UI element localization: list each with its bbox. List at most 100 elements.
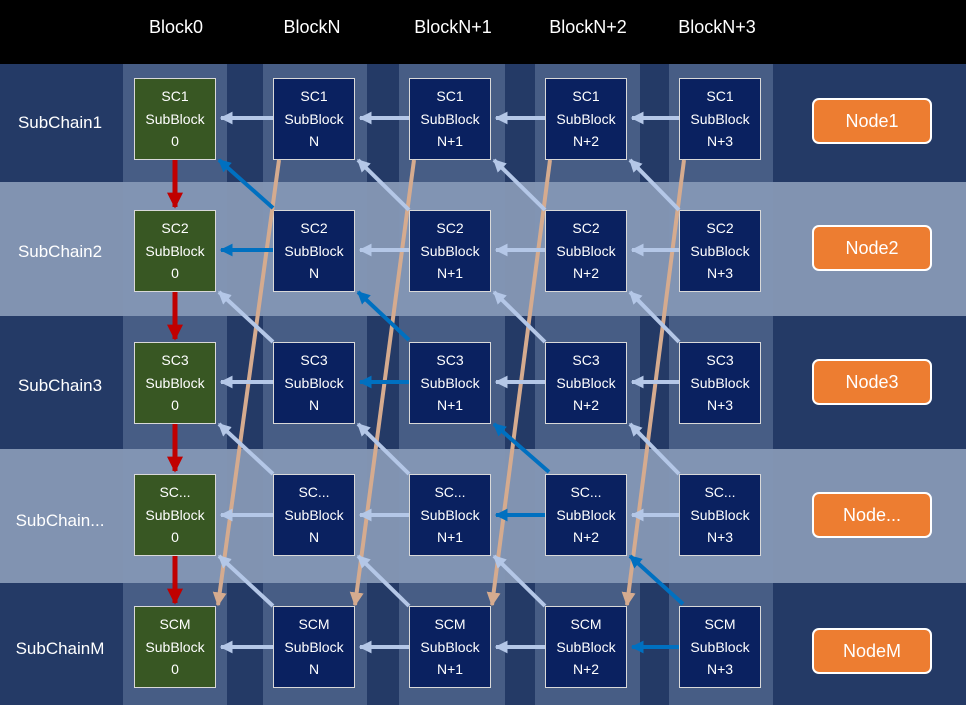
blue-link-arrow — [628, 554, 685, 606]
subblock-index-label: N+1 — [436, 133, 464, 150]
subblock-chain-label: SCM — [704, 616, 736, 633]
subblock-type-label: SubBlock — [420, 374, 480, 391]
subblock-index-label: 0 — [171, 397, 179, 414]
subblock-type-label: SubBlock — [284, 638, 344, 655]
subblock-chain-label: SCM — [570, 616, 602, 633]
subblock-chain-label: SC2 — [300, 220, 328, 237]
subblock-type-label: SubBlock — [284, 506, 344, 523]
column-header-blockn: BlockN — [283, 17, 341, 37]
subblock-index-label: N+3 — [706, 661, 734, 678]
subblock-index-label: N+3 — [706, 529, 734, 546]
subblock-index-label: N+2 — [572, 661, 600, 678]
subblock-chain-label: SC3 — [572, 352, 600, 369]
subblock-type-label: SubBlock — [145, 110, 205, 127]
node-2: Node2 — [812, 225, 932, 271]
subblock-index-label: N+1 — [436, 661, 464, 678]
link-arrow — [492, 158, 547, 212]
subblock-chain-label: SCM — [159, 616, 191, 633]
node-m: NodeM — [812, 628, 932, 674]
subblock-chain-label: SC1 — [572, 88, 600, 105]
subblock-type-label: SubBlock — [145, 506, 205, 523]
link-arrow — [356, 554, 411, 608]
blue-link-arrow — [356, 290, 411, 342]
subblock-chain-label: SC... — [704, 484, 736, 501]
subblock-index-label: N+2 — [572, 133, 600, 150]
subblock-index-label: N+3 — [706, 133, 734, 150]
subblock-index-label: N — [308, 133, 320, 150]
link-arrow — [628, 422, 681, 476]
subblock-chain-label: SC2 — [572, 220, 600, 237]
row-label-subchain2: SubChain2 — [17, 242, 103, 261]
subblock-index-label: N — [308, 397, 320, 414]
subblock-index-label: 0 — [171, 133, 179, 150]
subblock-index-label: 0 — [171, 529, 179, 546]
column-header-blockn1: BlockN+1 — [414, 17, 492, 37]
row-label-subchain3: SubChain3 — [17, 376, 103, 395]
link-arrow — [356, 158, 411, 212]
subblock-index-label: N+1 — [436, 397, 464, 414]
link-arrow — [492, 554, 547, 608]
link-arrow — [356, 422, 411, 476]
column-header-block0: Block0 — [148, 17, 204, 37]
node-1: Node1 — [812, 98, 932, 144]
subblock-chain-label: SC3 — [436, 352, 464, 369]
node-ellipsis: Node... — [812, 492, 932, 538]
subblock-index-label: 0 — [171, 661, 179, 678]
subblock-chain-label: SCM — [298, 616, 330, 633]
subblock-index-label: N — [308, 661, 320, 678]
subblock-type-label: SubBlock — [420, 506, 480, 523]
subblock-index-label: N+1 — [436, 529, 464, 546]
subblock-index-label: N — [308, 529, 320, 546]
node-3: Node3 — [812, 359, 932, 405]
subblock-chain-label: SC1 — [300, 88, 328, 105]
subblock-type-label: SubBlock — [284, 374, 344, 391]
column-header-blockn2: BlockN+2 — [549, 17, 627, 37]
subblock-chain-label: SC... — [570, 484, 602, 501]
subblock-chain-label: SC2 — [161, 220, 189, 237]
subblock-type-label: SubBlock — [145, 242, 205, 259]
subblock-chain-label: SC... — [434, 484, 466, 501]
subblock-chain-label: SC3 — [706, 352, 734, 369]
subblock-type-label: SubBlock — [690, 638, 750, 655]
subblock-chain-label: SCM — [434, 616, 466, 633]
subblock-index-label: N+2 — [572, 265, 600, 282]
subblock-index-label: N+2 — [572, 529, 600, 546]
subblock-type-label: SubBlock — [690, 242, 750, 259]
subblock-type-label: SubBlock — [556, 638, 616, 655]
subblock-type-label: SubBlock — [556, 110, 616, 127]
subblock-type-label: SubBlock — [145, 374, 205, 391]
link-arrow — [217, 290, 275, 344]
link-arrow — [628, 158, 681, 212]
subblock-chain-label: SC1 — [161, 88, 189, 105]
subblock-type-label: SubBlock — [556, 506, 616, 523]
subblock-type-label: SubBlock — [420, 638, 480, 655]
subblock-index-label: N+3 — [706, 265, 734, 282]
blue-link-arrow — [217, 158, 275, 210]
link-arrow — [492, 290, 547, 344]
link-arrow — [628, 290, 681, 344]
column-header-blockn3: BlockN+3 — [678, 17, 756, 37]
subblock-chain-label: SC1 — [436, 88, 464, 105]
subblock-type-label: SubBlock — [690, 506, 750, 523]
subblock-type-label: SubBlock — [420, 110, 480, 127]
subblock-type-label: SubBlock — [284, 110, 344, 127]
blue-link-arrow — [492, 422, 551, 474]
